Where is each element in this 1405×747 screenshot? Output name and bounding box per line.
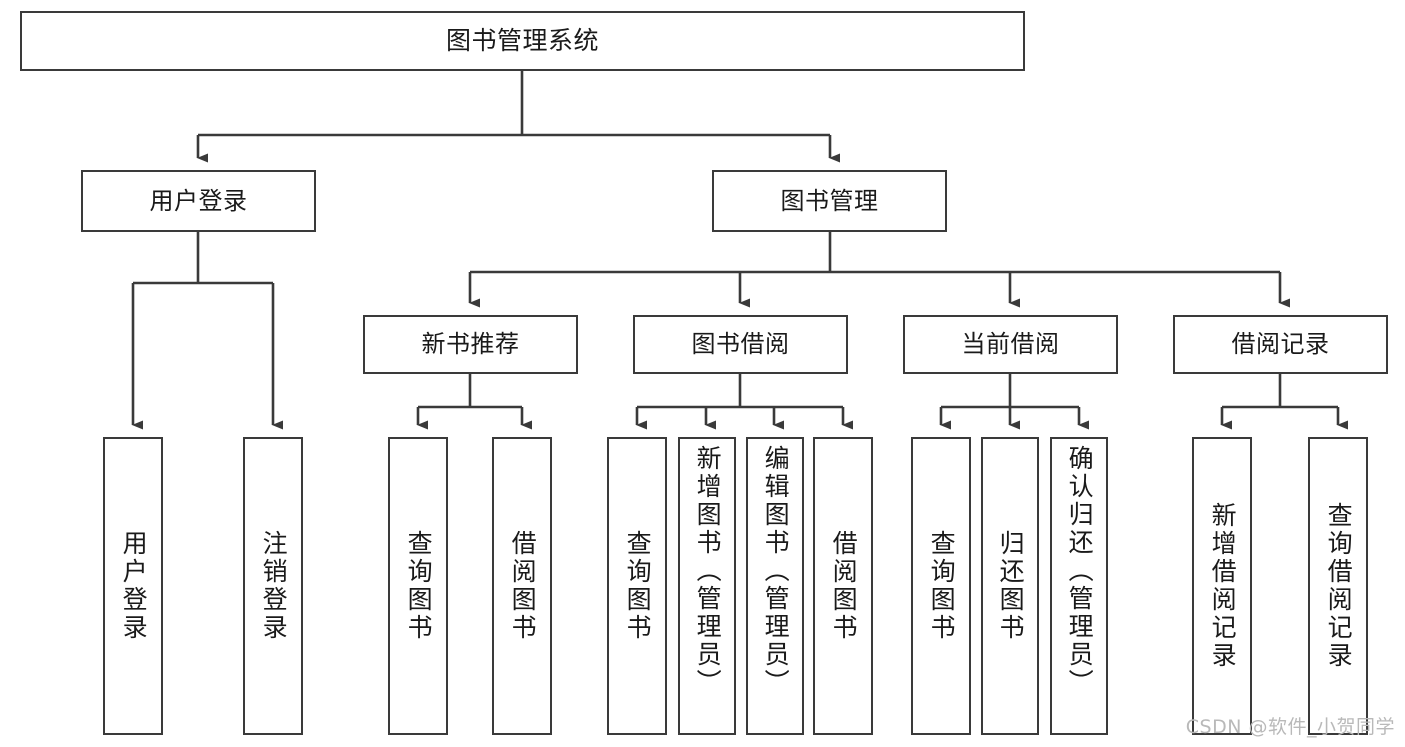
node-label: 确认归还（管理员） xyxy=(1065,445,1095,697)
node-label: 查询图书 xyxy=(623,530,653,642)
node-label: 图书管理 xyxy=(780,186,879,215)
node-label: 当前借阅 xyxy=(961,330,1060,359)
node-label: 新书推荐 xyxy=(421,330,520,359)
node-leaf-add-borrow-record[interactable]: 新增借阅记录 xyxy=(1192,437,1252,735)
node-label: 查询图书 xyxy=(927,530,957,642)
node-leaf-query-books-recommend[interactable]: 查询图书 xyxy=(388,437,448,735)
node-label: 编辑图书（管理员） xyxy=(761,445,791,697)
node-leaf-query-books-borrow[interactable]: 查询图书 xyxy=(607,437,667,735)
node-leaf-logout[interactable]: 注销登录 xyxy=(243,437,303,735)
node-book-borrowing[interactable]: 图书借阅 xyxy=(633,315,848,374)
node-leaf-borrow-books[interactable]: 借阅图书 xyxy=(813,437,873,735)
node-leaf-add-book-admin[interactable]: 新增图书（管理员） xyxy=(678,437,736,735)
node-label: 借阅图书 xyxy=(829,530,859,642)
node-borrowing-records[interactable]: 借阅记录 xyxy=(1173,315,1388,374)
node-leaf-query-books-current[interactable]: 查询图书 xyxy=(911,437,971,735)
node-user-login[interactable]: 用户登录 xyxy=(81,170,316,232)
node-label: 用户登录 xyxy=(149,186,248,215)
csdn-watermark: CSDN @软件_小贺同学 xyxy=(1185,716,1395,738)
node-label: 新增图书（管理员） xyxy=(693,445,723,697)
node-label: 查询借阅记录 xyxy=(1324,502,1354,670)
node-leaf-return-books[interactable]: 归还图书 xyxy=(981,437,1039,735)
node-root-book-management-system[interactable]: 图书管理系统 xyxy=(20,11,1025,71)
node-label: 用户登录 xyxy=(119,530,149,642)
node-current-borrowing[interactable]: 当前借阅 xyxy=(903,315,1118,374)
node-leaf-borrow-books-recommend[interactable]: 借阅图书 xyxy=(492,437,552,735)
node-label: 图书借阅 xyxy=(691,330,790,359)
node-leaf-user-login[interactable]: 用户登录 xyxy=(103,437,163,735)
node-new-book-recommendation[interactable]: 新书推荐 xyxy=(363,315,578,374)
node-leaf-confirm-return-admin[interactable]: 确认归还（管理员） xyxy=(1050,437,1108,735)
node-label: 注销登录 xyxy=(259,530,289,642)
node-book-management[interactable]: 图书管理 xyxy=(712,170,947,232)
node-label: 图书管理系统 xyxy=(445,26,599,56)
node-label: 新增借阅记录 xyxy=(1208,502,1238,670)
node-leaf-query-borrow-record[interactable]: 查询借阅记录 xyxy=(1308,437,1368,735)
node-label: 查询图书 xyxy=(404,530,434,642)
node-leaf-edit-book-admin[interactable]: 编辑图书（管理员） xyxy=(746,437,804,735)
node-label: 归还图书 xyxy=(996,530,1026,642)
node-label: 借阅图书 xyxy=(508,530,538,642)
node-label: 借阅记录 xyxy=(1231,330,1330,359)
